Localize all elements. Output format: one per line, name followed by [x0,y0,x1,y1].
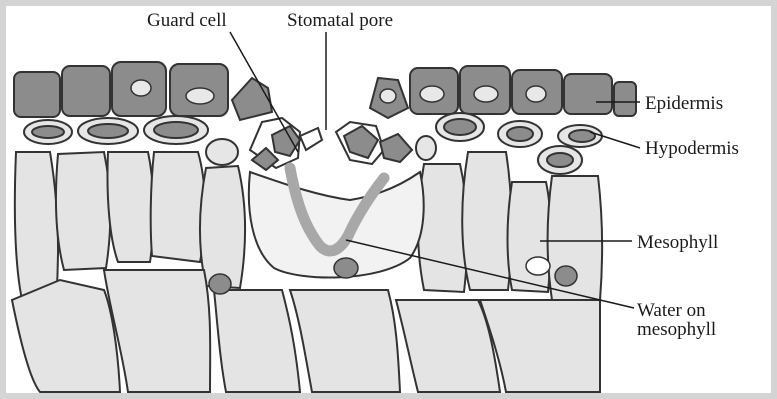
stomatal-pore-label: Stomatal pore [287,10,393,31]
guard-cell-label: Guard cell [147,10,227,31]
hypodermis-label: Hypodermis [645,138,739,159]
water-label-line1: Water on [637,300,706,321]
epidermis-label: Epidermis [645,93,723,114]
mesophyll-label: Mesophyll [637,232,718,253]
water-label-line2: mesophyll [637,319,716,340]
